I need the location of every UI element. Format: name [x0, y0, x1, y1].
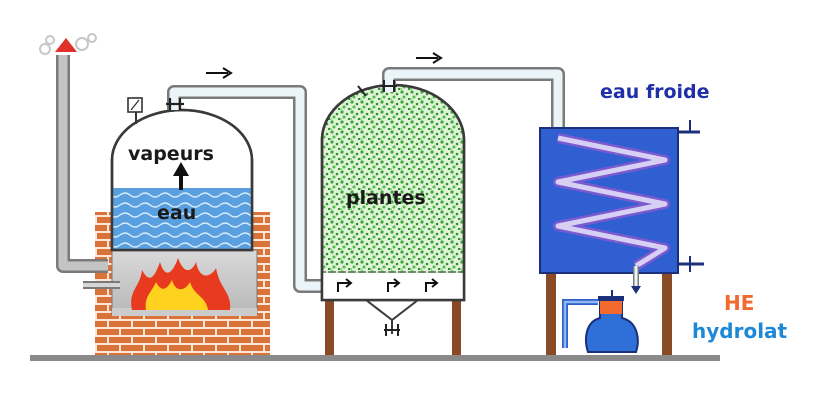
still-bottom-cone — [365, 299, 419, 322]
smoke-puffs — [39, 33, 97, 55]
fire-flames-icon — [131, 258, 231, 310]
condenser: eau froide — [539, 81, 710, 355]
up-arrow-icon — [173, 162, 189, 190]
ground-line — [30, 355, 720, 361]
drip-arrow-icon — [631, 286, 641, 294]
label-vapeurs: vapeurs — [128, 143, 214, 165]
label-eau-froide: eau froide — [600, 81, 710, 103]
distillate-pipe — [381, 52, 565, 136]
flask-body — [585, 299, 639, 353]
warm-water-outlet — [678, 256, 704, 272]
vapor-pipe — [166, 67, 322, 293]
essential-oil-layer — [600, 300, 622, 314]
boiler: vapeurs eau — [110, 97, 254, 252]
label-hydrolat: hydrolat — [692, 319, 788, 343]
still-leg-right — [452, 298, 461, 355]
valve-icon — [381, 80, 397, 92]
cold-water-inlet — [678, 120, 700, 134]
label-eau: eau — [157, 202, 196, 224]
flow-arrow-icon — [416, 52, 443, 64]
label-plantes: plantes — [346, 187, 426, 209]
flow-arrow-icon — [206, 67, 233, 79]
still-leg-left — [325, 298, 334, 355]
valve-icon — [166, 98, 184, 110]
drain-valve-icon — [384, 324, 400, 336]
condenser-leg-right — [662, 272, 672, 355]
condenser-leg-left — [546, 272, 556, 355]
smoke-arrow-icon — [55, 38, 77, 52]
plant-still: plantes — [320, 83, 466, 355]
label-he: HE — [724, 291, 754, 315]
cooling-coil — [553, 133, 670, 271]
chimney — [39, 33, 120, 289]
pressure-gauge-icon — [127, 97, 143, 124]
steam-inlet-arrows — [337, 278, 439, 292]
essencier — [562, 290, 639, 353]
